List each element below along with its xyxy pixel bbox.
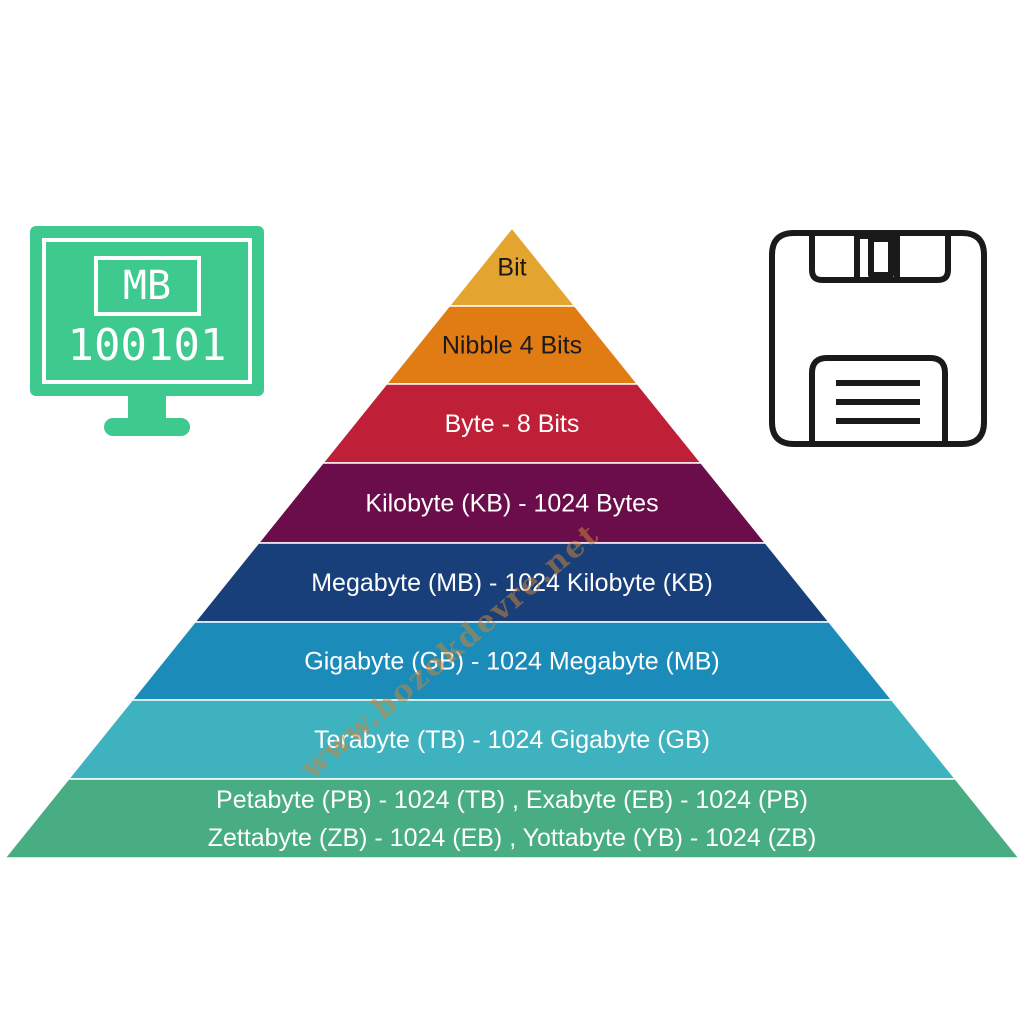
- floppy-disk-icon: [769, 230, 987, 447]
- pyramid-level-8: [3, 778, 1021, 859]
- pyramid-level-4-label: Kilobyte (KB) - 1024 Bytes: [365, 490, 658, 518]
- monitor-label-box: [94, 256, 201, 316]
- monitor-binary: 100101: [68, 320, 227, 371]
- monitor-label: MB: [123, 263, 171, 309]
- pyramid-level-6-label: Gigabyte (GB) - 1024 Megabyte (MB): [304, 648, 719, 676]
- pyramid-level-8-label: Petabyte (PB) - 1024 (TB) , Exabyte (EB)…: [216, 786, 808, 814]
- computer-monitor-icon: MB 100101: [30, 226, 264, 436]
- monitor-stand: [104, 418, 190, 436]
- floppy-window: [868, 236, 894, 278]
- pyramid-level-1-label: Bit: [497, 254, 526, 282]
- pyramid-level-8-label: Zettabyte (ZB) - 1024 (EB) , Yottabyte (…: [208, 824, 817, 852]
- pyramid-level-2-label: Nibble 4 Bits: [442, 332, 582, 360]
- floppy-body: [769, 230, 987, 447]
- pyramid-level-3-label: Byte - 8 Bits: [445, 410, 580, 438]
- pyramid-level-7-label: Terabyte (TB) - 1024 Gigabyte (GB): [314, 726, 710, 754]
- monitor-frame: [30, 226, 264, 396]
- monitor-screen: [42, 238, 252, 384]
- monitor-neck: [128, 396, 166, 420]
- pyramid-level-5-label: Megabyte (MB) - 1024 Kilobyte (KB): [311, 569, 713, 597]
- floppy-label-area: [809, 355, 948, 444]
